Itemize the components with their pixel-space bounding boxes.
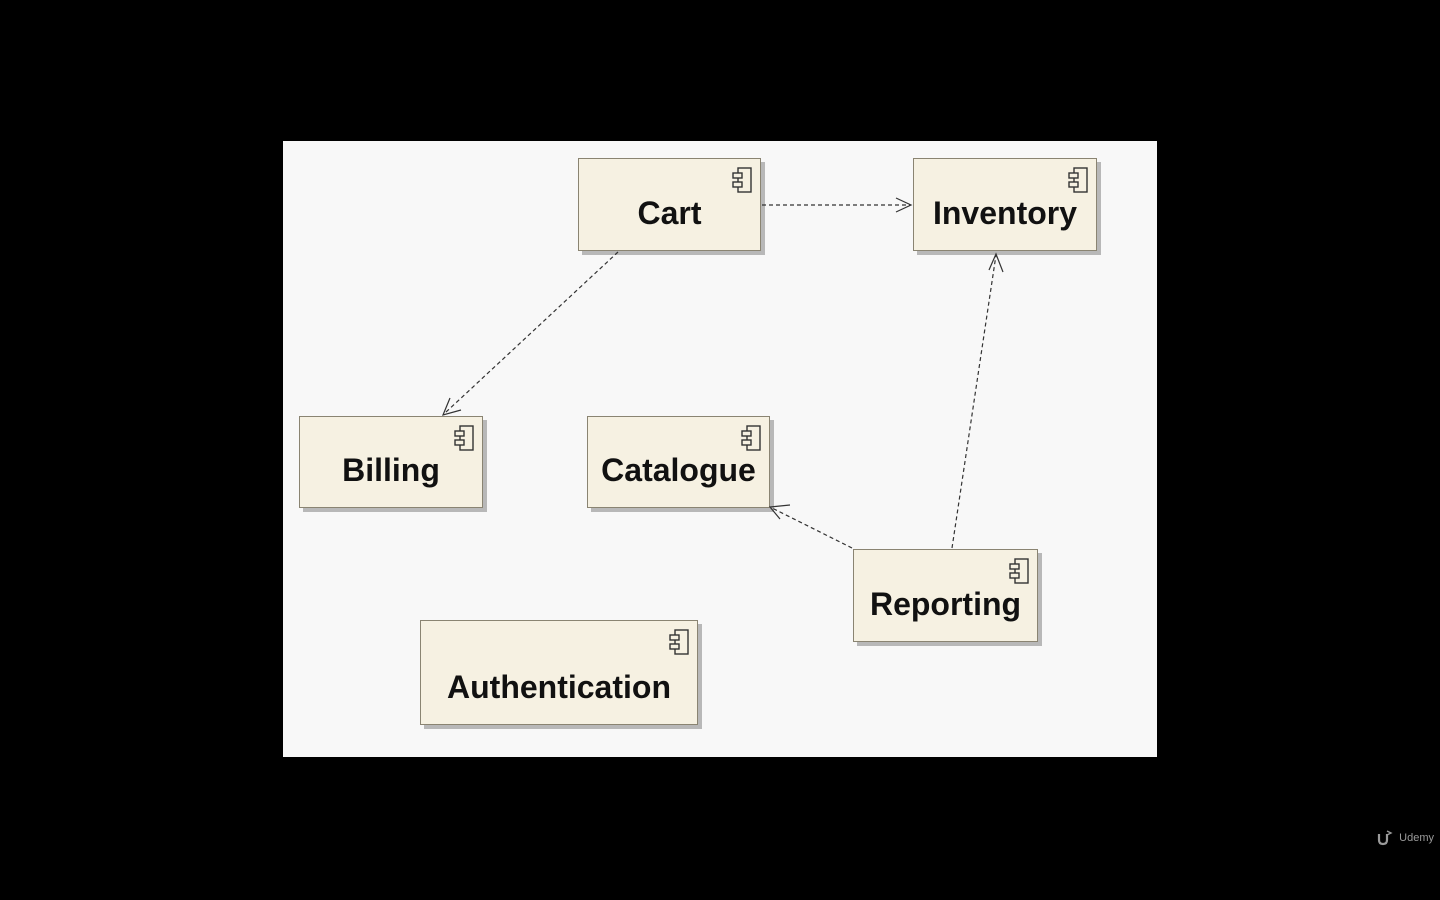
component-icon	[1068, 167, 1088, 193]
component-icon	[454, 425, 474, 451]
diagram-canvas: Cart Inventory Billing Cat	[283, 141, 1157, 757]
component-catalogue: Catalogue	[587, 416, 770, 508]
component-label: Cart	[637, 195, 702, 231]
component-icon	[1009, 558, 1029, 584]
component-label: Inventory	[932, 195, 1078, 231]
component-billing: Billing	[299, 416, 483, 508]
udemy-logo-icon	[1378, 830, 1393, 846]
component-label: Catalogue	[601, 452, 756, 488]
component-authentication: Authentication	[420, 620, 698, 725]
component-icon	[741, 425, 761, 451]
udemy-watermark: Udemy	[1377, 830, 1434, 846]
component-icon	[669, 629, 689, 655]
watermark-text: Udemy	[1399, 832, 1434, 844]
component-label: Authentication	[447, 669, 671, 705]
component-label: Reporting	[869, 586, 1022, 622]
component-icon	[732, 167, 752, 193]
component-cart: Cart	[578, 158, 761, 251]
component-inventory: Inventory	[913, 158, 1097, 251]
component-label: Billing	[342, 452, 440, 488]
component-reporting: Reporting	[853, 549, 1038, 642]
